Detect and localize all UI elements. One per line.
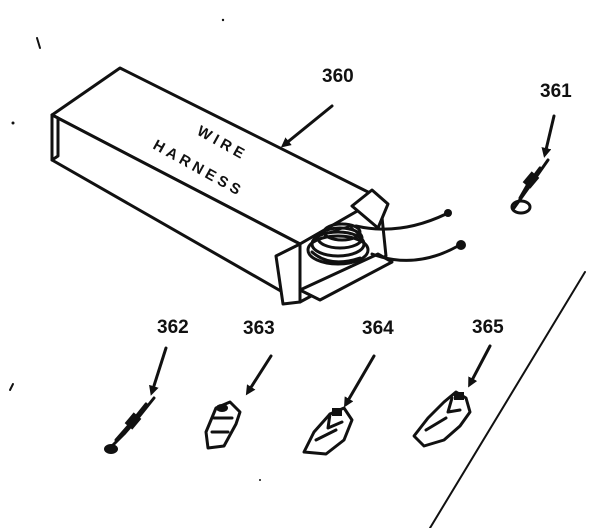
callout-arrow-363: [245, 354, 273, 396]
callout-arrow-360: [280, 104, 334, 148]
callout-arrow-365: [468, 344, 492, 388]
wire-lead-lower: [370, 244, 460, 262]
terminal-365: [412, 390, 472, 448]
wire-harness-box: WIRE HARNESS: [50, 66, 466, 306]
callout-arrow-362: [149, 346, 168, 396]
scan-specks: [9, 18, 261, 481]
coiled-wires: [306, 222, 370, 266]
callout-362: 362: [157, 317, 189, 338]
callout-363: 363: [243, 318, 275, 339]
callout-361: 361: [540, 81, 572, 102]
page-border-line: [429, 271, 586, 528]
terminal-362: [104, 396, 156, 454]
terminal-364: [302, 406, 354, 456]
callout-364: 364: [362, 318, 394, 339]
terminal-361: [510, 158, 550, 215]
terminal-363: [204, 400, 242, 450]
wire-lead-upper: [354, 212, 448, 231]
callout-arrow-361: [541, 114, 556, 158]
callout-arrow-364: [343, 354, 376, 408]
callout-360: 360: [322, 66, 354, 87]
callout-365: 365: [472, 317, 504, 338]
